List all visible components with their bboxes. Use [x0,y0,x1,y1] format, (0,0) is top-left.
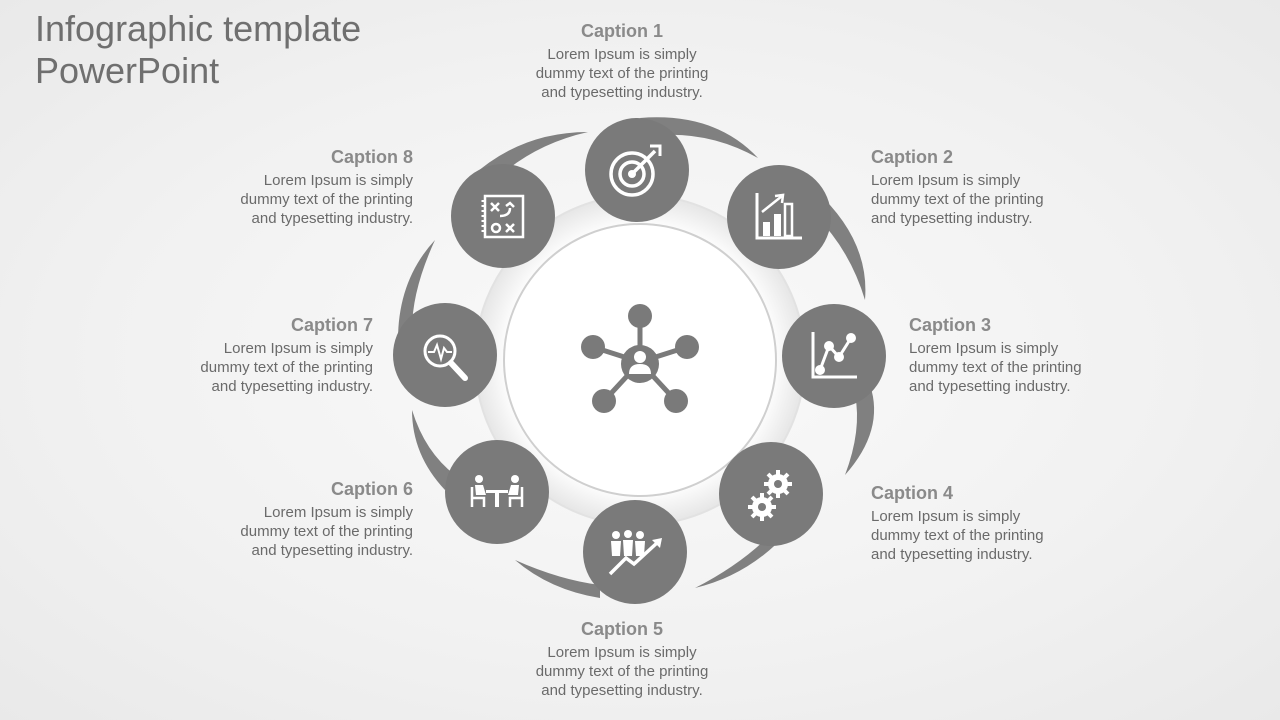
caption-4-body: Lorem Ipsum is simply dummy text of the … [871,508,1044,563]
node-2 [727,165,831,269]
caption-8: Caption 8 Lorem Ipsum is simply dummy te… [223,146,413,228]
caption-1-title: Caption 1 [580,21,663,41]
caption-3-body: Lorem Ipsum is simply dummy text of the … [909,340,1082,395]
caption-2-title: Caption 2 [871,147,954,167]
gears-icon [748,470,792,521]
line-chart-icon [811,332,857,379]
caption-4-title: Caption 4 [871,483,954,503]
swoosh-6 [412,410,455,490]
swoosh-3 [845,385,875,475]
caption-5: Caption 5 Lorem Ipsum is simply dummy te… [527,618,717,700]
caption-5-title: Caption 5 [580,619,663,639]
node-6 [445,440,549,544]
network-hub-icon [581,304,699,413]
caption-8-body: Lorem Ipsum is simply dummy text of the … [240,172,413,227]
slide-title: Infographic template PowerPoint [35,8,455,92]
caption-6: Caption 6 Lorem Ipsum is simply dummy te… [223,478,413,560]
caption-5-body: Lorem Ipsum is simply dummy text of the … [535,644,709,699]
caption-6-title: Caption 6 [330,479,413,499]
caption-7: Caption 7 Lorem Ipsum is simply dummy te… [183,314,373,396]
slide-title-line-1: Infographic template [35,8,362,49]
caption-2: Caption 2 Lorem Ipsum is simply dummy te… [871,146,1061,228]
magnifier-pulse-icon [423,334,468,381]
bar-chart-icon [755,193,802,240]
caption-3: Caption 3 Lorem Ipsum is simply dummy te… [909,314,1099,396]
node-1 [585,118,689,222]
team-growth-icon [608,530,662,576]
slide-title-line-2: PowerPoint [35,50,220,91]
caption-7-title: Caption 7 [290,315,373,335]
caption-6-body: Lorem Ipsum is simply dummy text of the … [240,504,413,559]
caption-7-body: Lorem Ipsum is simply dummy text of the … [200,340,373,395]
caption-8-title: Caption 8 [330,147,413,167]
swoosh-5 [515,560,600,598]
swoosh-7 [398,240,435,340]
caption-2-body: Lorem Ipsum is simply dummy text of the … [871,172,1044,227]
meeting-table-icon [470,475,524,507]
caption-1: Caption 1 Lorem Ipsum is simply dummy te… [527,20,717,102]
node-4 [719,442,823,546]
caption-1-body: Lorem Ipsum is simply dummy text of the … [535,46,709,101]
caption-4: Caption 4 Lorem Ipsum is simply dummy te… [871,482,1061,564]
node-7 [393,303,497,407]
strategy-board-icon [481,194,525,239]
node-3 [782,304,886,408]
caption-3-title: Caption 3 [909,315,992,335]
swoosh-1 [640,117,758,158]
target-icon [609,144,662,197]
node-5 [583,500,687,604]
node-8 [451,164,555,268]
